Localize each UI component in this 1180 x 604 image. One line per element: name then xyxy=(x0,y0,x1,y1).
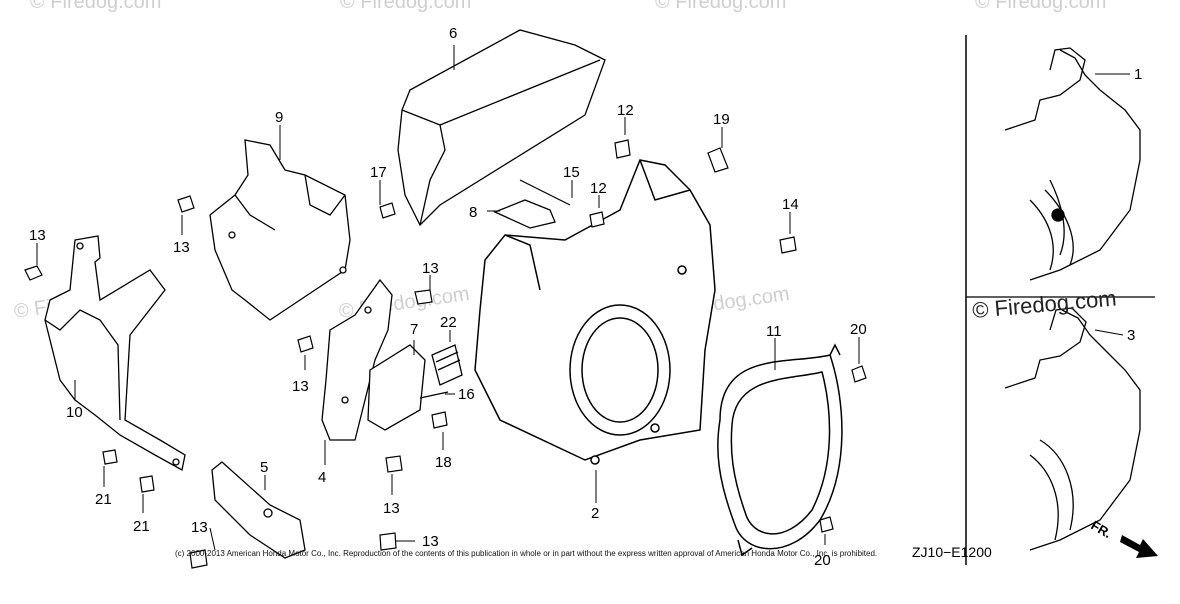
callout-21: 21 xyxy=(95,491,112,508)
callout-19: 19 xyxy=(713,111,730,128)
watermark-text: © Firedog.com xyxy=(655,0,786,13)
callout-12: 12 xyxy=(617,102,634,119)
callout-13: 13 xyxy=(422,533,439,550)
part-11-ring xyxy=(717,343,843,557)
part-9-shroud xyxy=(209,139,351,321)
diagram-code: ZJ10−E1200 xyxy=(912,544,992,560)
callout-4: 4 xyxy=(318,469,326,486)
arrow-icon xyxy=(1120,535,1158,558)
watermark-text: © Firedog.com xyxy=(30,0,161,13)
part-5-bracket xyxy=(211,461,306,559)
watermark-text: © Firedog.com xyxy=(340,0,471,13)
part-4-plate xyxy=(321,278,393,441)
callout-13: 13 xyxy=(29,227,46,244)
callout-10: 10 xyxy=(66,404,83,421)
callout-15: 15 xyxy=(563,164,580,181)
part-2-fan-shroud xyxy=(474,159,716,465)
inset-part-3 xyxy=(1004,307,1141,551)
callout-14: 14 xyxy=(782,196,799,213)
callout-12: 12 xyxy=(590,180,607,197)
fr-label: FR. xyxy=(1089,518,1115,541)
part-7-cover xyxy=(367,344,426,431)
callout-20: 20 xyxy=(814,552,831,569)
callout-16: 16 xyxy=(458,386,475,403)
watermark-text: © Firedog.com xyxy=(975,0,1106,13)
callout-21: 21 xyxy=(133,518,150,535)
watermark-main: © Firedog.com xyxy=(971,285,1117,323)
callout-3: 3 xyxy=(1127,327,1135,344)
callout-8: 8 xyxy=(469,204,477,221)
part-22-connector xyxy=(431,344,463,386)
callout-1: 1 xyxy=(1134,66,1142,83)
callout-5: 5 xyxy=(260,459,268,476)
callout-17: 17 xyxy=(370,164,387,181)
callout-22: 22 xyxy=(440,314,457,331)
inset-part-1 xyxy=(1004,47,1141,281)
front-direction-arrow: FR. xyxy=(1089,518,1158,558)
callout-18: 18 xyxy=(435,454,452,471)
callout-13: 13 xyxy=(292,378,309,395)
callout-labels: 1 2 3 4 5 6 7 8 9 10 11 12 12 13 13 13 1… xyxy=(29,25,1142,569)
callout-13: 13 xyxy=(191,519,208,536)
fasteners xyxy=(24,139,867,569)
leader-lines xyxy=(36,45,1130,551)
callout-11: 11 xyxy=(766,323,782,340)
callout-13: 13 xyxy=(383,500,400,517)
callout-6: 6 xyxy=(449,25,457,42)
callout-9: 9 xyxy=(275,109,283,126)
copyright-notice: (c) 2000-2013 American Honda Motor Co., … xyxy=(175,549,877,558)
callout-13: 13 xyxy=(173,239,190,256)
part-10-bracket xyxy=(44,235,186,472)
callout-7: 7 xyxy=(410,321,418,338)
part-8-clip xyxy=(493,199,556,229)
part-6-top-cover xyxy=(397,29,606,227)
callout-2: 2 xyxy=(591,505,599,522)
callout-20: 20 xyxy=(850,321,867,338)
callout-13: 13 xyxy=(422,260,439,277)
